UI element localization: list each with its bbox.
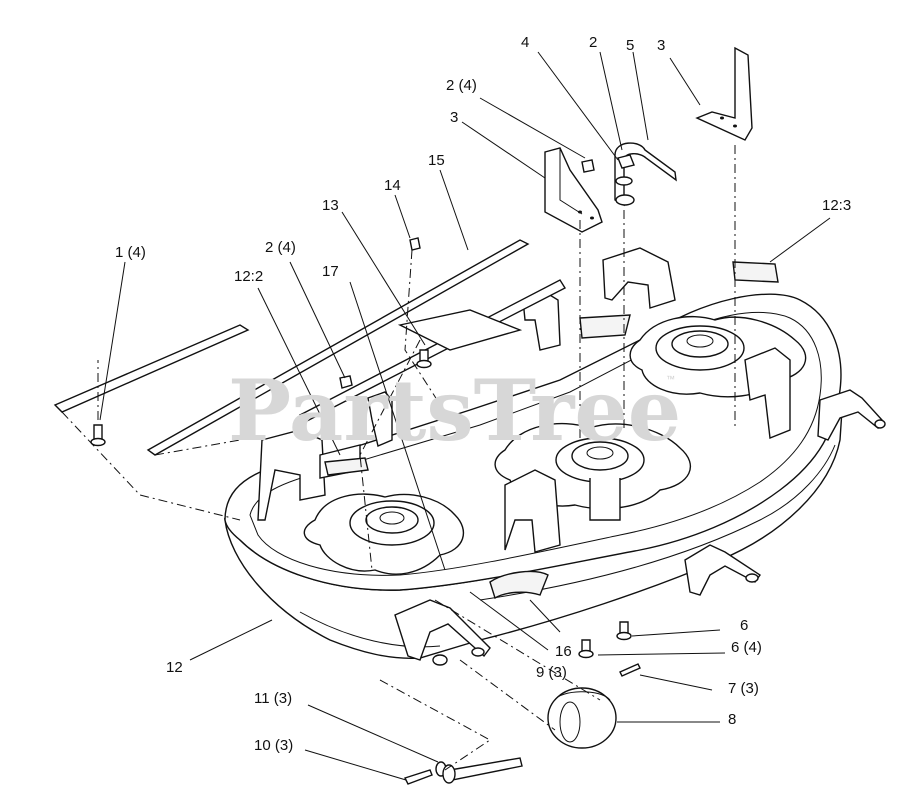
- left-spindle-cutout: [303, 493, 465, 575]
- callout-8: 8: [728, 711, 736, 728]
- callout-labels: 1 (4) 2 (4) 2 2 (4) 3 3 4 5 6 6 (4) 7 (3…: [115, 34, 851, 754]
- anti-scalp-roller: [442, 663, 641, 784]
- upper-bracket-right: [695, 46, 753, 141]
- callout-3-left: 3: [450, 109, 458, 126]
- callout-17: 17: [322, 263, 339, 280]
- callout-13: 13: [322, 197, 339, 214]
- carriage-bolts: [90, 349, 632, 785]
- callout-6-four: 6 (4): [731, 639, 762, 656]
- deck-stiffener-bars: [53, 239, 566, 479]
- callout-11: 11 (3): [254, 690, 292, 707]
- callout-5: 5: [626, 37, 634, 54]
- callout-12-3: 12:3: [822, 197, 851, 214]
- hardware-nut-washer: [339, 154, 635, 389]
- callout-3-right: 3: [657, 37, 665, 54]
- decals: [324, 261, 779, 600]
- callout-leaders: [99, 51, 831, 781]
- callout-9: 9 (3): [536, 664, 567, 681]
- callout-7: 7 (3): [728, 680, 759, 697]
- callout-15: 15: [428, 152, 445, 169]
- callout-2-top-left: 2 (4): [446, 77, 477, 94]
- watermark-trademark: ™: [666, 374, 675, 384]
- side-hanger-brackets: [394, 389, 886, 666]
- callout-4: 4: [521, 34, 529, 51]
- callout-1: 1 (4): [115, 244, 146, 261]
- callout-12: 12: [166, 659, 183, 676]
- assembly-centerlines: [61, 145, 736, 771]
- deck-brackets: [257, 247, 791, 553]
- upper-bracket-left: [544, 147, 603, 233]
- callout-12-2: 12:2: [234, 268, 263, 285]
- callout-10: 10 (3): [254, 737, 293, 754]
- watermark-text: PartsTree: [228, 361, 681, 460]
- callout-14: 14: [384, 177, 401, 194]
- callout-2-left: 2 (4): [265, 239, 296, 256]
- callout-16: 16: [555, 643, 572, 660]
- callout-6: 6: [740, 617, 748, 634]
- callout-2-top: 2: [589, 34, 597, 51]
